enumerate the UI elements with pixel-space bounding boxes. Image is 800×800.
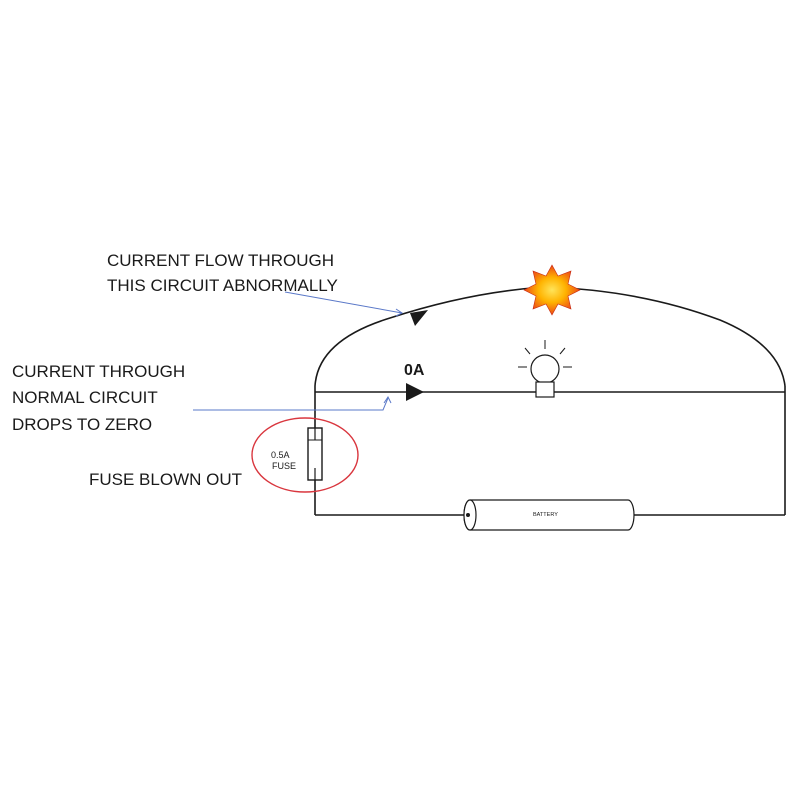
battery [463,499,635,531]
fuse [307,427,323,481]
spark-burst-icon [523,264,581,316]
normal-annotation-line2: NORMAL CIRCUIT [12,388,158,407]
fuse-label: FUSE [272,461,296,471]
battery-label: BATTERY [533,512,558,518]
normal-annotation-line1: CURRENT THROUGH [12,362,185,381]
abnormal-current-arrow-icon [410,310,428,326]
abnormal-annotation-line1: CURRENT FLOW THROUGH [107,251,334,270]
normal-annotation-line3: DROPS TO ZERO [12,415,152,434]
fuse-highlight-circle [251,417,359,493]
abnormal-pointer-line [284,291,403,317]
fuse-rating-label: 0.5A [271,450,290,460]
fuse-blown-annotation: FUSE BLOWN OUT [89,470,242,489]
normal-current-arrow-icon [406,383,424,401]
abnormal-annotation-line2: THIS CIRCUIT ABNORMALLY [107,276,338,295]
lamp-icon [518,340,572,398]
current-value-label: 0A [404,362,425,379]
normal-pointer-line [193,396,392,411]
